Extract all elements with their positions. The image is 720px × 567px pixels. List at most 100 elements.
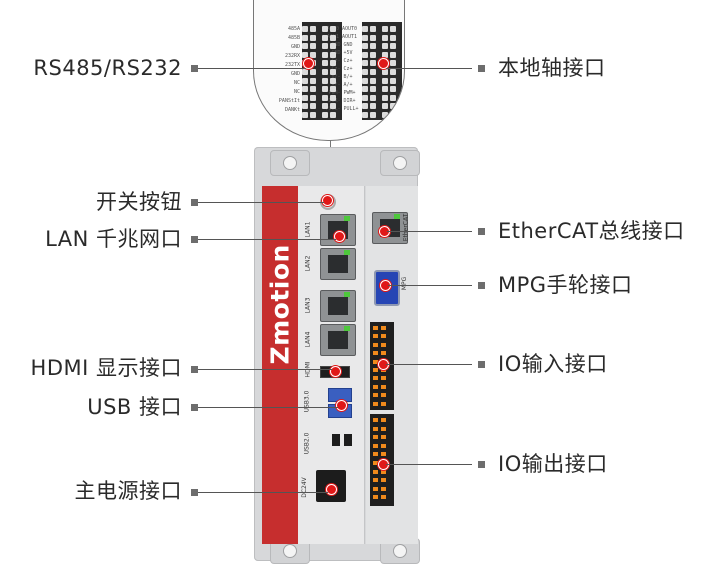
io-output-pin [381,443,386,448]
magnifier-left-pin-label: 485B [287,35,300,41]
io-output-pin [373,495,378,500]
usb-marker [336,400,347,411]
magnifier-pin [330,51,336,58]
usb20-port-2[interactable] [344,434,352,446]
magnifier-pin [310,26,316,32]
magnifier-pin [362,77,368,84]
ethercat-label: EtherCAT [402,213,410,242]
io-output-pin [373,486,378,491]
magnifier-pin [362,69,368,75]
magnifier-pin [362,60,368,67]
lan3-port[interactable] [320,290,356,322]
magnifier-pin [310,94,316,101]
magnifier-pin [390,112,396,118]
io-input-pin [381,326,386,330]
magnifier-pin [362,94,368,101]
io-output-pin [373,452,378,457]
io-output-pin [381,418,386,422]
lan1-port[interactable] [320,214,356,246]
usb30-label: USB3.0 [303,390,311,413]
magnifier-left-pin-label: 232TX [284,62,300,68]
magnifier-left-pin-label: GND [290,71,300,77]
io-input-pin [373,351,378,356]
magnifier-pin [370,69,376,75]
magnifier-pin [302,34,308,41]
magnifier-pin [370,43,376,50]
magnifier-pin [330,69,336,75]
usb20-port-1[interactable] [332,434,340,446]
io-output-pin [373,435,378,440]
io-input-pin [373,393,378,398]
io-output-pin [373,418,378,422]
hdmi-label-text: HDMI 显示接口 [30,356,182,380]
main-power-label: 主电源接口 [74,479,182,503]
magnifier-left-pin-label: NC [293,89,300,95]
magnifier-right-pin-label: PWM- PWM+ [328,90,356,96]
usb-leader [198,407,338,408]
magnifier-pin [382,86,388,93]
magnifier-pin [390,60,396,67]
lan1-led-link [344,216,350,221]
io-input-leader [386,364,472,365]
io-output-pin [381,426,386,431]
magnifier-left-pin-label: GND [290,44,300,50]
magnifier-pin [302,26,308,32]
ethercat-label-text: EtherCAT总线接口 [498,219,685,243]
power-label: DC24V [300,477,308,498]
lan4-led-link [344,326,350,331]
magnifier-pin [302,86,308,93]
magnifier-pin [322,34,328,41]
hdmi-marker [330,366,341,377]
magnifier-pin [390,94,396,101]
magnifier-pin [390,34,396,41]
io-input-pin [373,401,378,406]
mount-ear-top-left [270,150,310,176]
lan2-port[interactable] [320,248,356,280]
ethercat-bullet [478,228,485,235]
hdmi-leader [198,369,332,370]
magnifier-right-pin-label: DIR- DIR+ [328,98,356,104]
io-input-pin [373,376,378,381]
magnifier-pin [310,51,316,58]
magnifier-pin [370,34,376,41]
mpg-label-text: MPG手轮接口 [498,273,633,297]
brand-logo: Zmotion [265,244,295,365]
magnifier-pin [310,112,316,118]
magnifier-pin [390,77,396,84]
local-axis-bullet [478,65,485,72]
lan4-port[interactable] [320,324,356,356]
magnifier-pin [390,103,396,110]
magnifier-right-pin-label: A/- A/+ [331,82,353,88]
ethercat-leader [387,231,472,232]
magnifier-pin [302,112,308,118]
magnifier-pin [322,60,328,67]
magnifier-pin [322,77,328,84]
magnifier-pin [322,51,328,58]
mount-ear-top-right [380,150,420,176]
magnifier-left-pin-label: DANKt [284,107,300,113]
io-input-pin [381,368,386,372]
magnifier-pin [302,94,308,101]
io-input-pin [381,401,386,406]
magnifier-pin [322,26,328,32]
magnifier-left-pin-label: NC [293,80,300,86]
power-switch-label: 开关按钮 [96,190,182,214]
io-input-pin [373,359,378,364]
magnifier-pin [370,26,376,32]
magnifier-pin [390,86,396,93]
magnifier-pin [310,34,316,41]
io-input-pin [381,393,386,398]
hdmi-bullet [191,366,198,373]
magnifier-pin [330,94,336,101]
magnifier-pin [382,26,388,32]
magnifier-pin [382,69,388,75]
magnifier-right-pin-label: Cz- Cz+ [331,58,353,64]
lan-leader [198,239,336,240]
lan4-label: LAN4 [304,331,312,348]
magnifier-pin [362,43,368,50]
magnifier-pin [330,86,336,93]
magnifier-pin [370,94,376,101]
